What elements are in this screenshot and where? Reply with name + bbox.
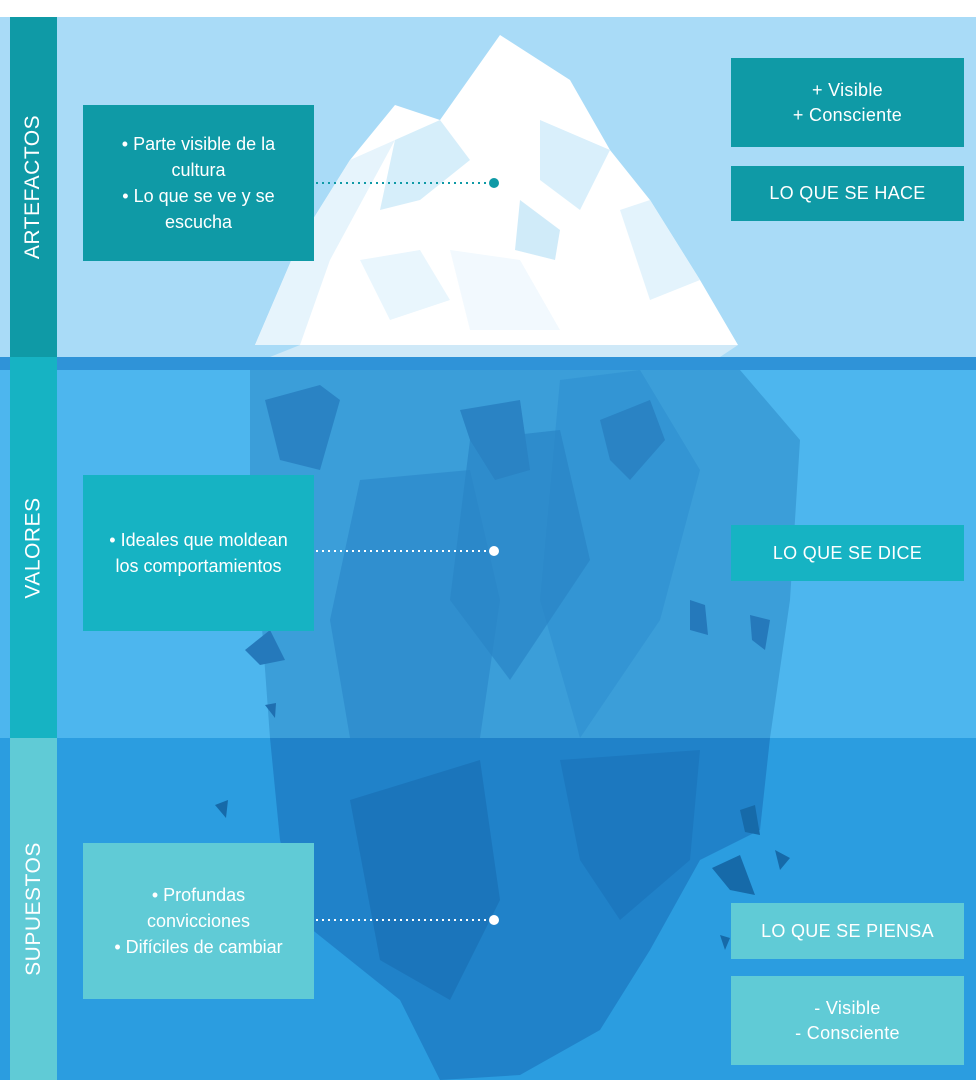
layer-label-text: SUPUESTOS bbox=[21, 842, 45, 976]
description-line: • Lo que se ve y se bbox=[122, 186, 275, 206]
scale-line: - Consciente bbox=[795, 1022, 900, 1043]
description-line: • Parte visible de la bbox=[121, 134, 276, 154]
description-line: escucha bbox=[164, 212, 233, 232]
scale-line: - Visible bbox=[814, 997, 881, 1018]
artefactos-description: • Parte visible de la cultura • Lo que s… bbox=[83, 105, 314, 261]
layer-label-text: VALORES bbox=[21, 496, 45, 599]
description-line: cultura bbox=[171, 160, 226, 180]
scale-line: + Consciente bbox=[792, 104, 903, 125]
valores-description: • Ideales que moldean los comportamiento… bbox=[83, 475, 314, 631]
visibility-low-box: - Visible - Consciente bbox=[731, 976, 964, 1065]
tag-text: LO QUE SE DICE bbox=[772, 542, 923, 563]
layer-label-artefactos: ARTEFACTOS bbox=[10, 17, 57, 357]
artefactos-tag: LO QUE SE HACE bbox=[731, 166, 964, 221]
tag-text: LO QUE SE PIENSA bbox=[761, 920, 934, 941]
description-line: los comportamientos bbox=[115, 556, 282, 576]
visibility-high-box: + Visible + Consciente bbox=[731, 58, 964, 147]
description-line: convicciones bbox=[146, 911, 251, 931]
valores-tag: LO QUE SE DICE bbox=[731, 525, 964, 581]
description-line: • Profundas bbox=[151, 885, 246, 905]
supuestos-tag: LO QUE SE PIENSA bbox=[731, 903, 964, 959]
layer-label-valores: VALORES bbox=[10, 357, 57, 738]
supuestos-description: • Profundas convicciones • Difíciles de … bbox=[83, 843, 314, 999]
connector-lines bbox=[316, 178, 499, 925]
layer-label-supuestos: SUPUESTOS bbox=[10, 738, 57, 1080]
iceberg-body bbox=[245, 370, 800, 738]
iceberg-base bbox=[215, 703, 790, 1080]
water-line bbox=[0, 357, 976, 370]
description-line: • Ideales que moldean bbox=[109, 530, 288, 550]
iceberg-tip bbox=[255, 35, 738, 357]
scale-line: + Visible bbox=[812, 79, 883, 100]
description-line: • Difíciles de cambiar bbox=[114, 937, 283, 957]
layer-label-text: ARTEFACTOS bbox=[21, 114, 45, 260]
tag-text: LO QUE SE HACE bbox=[769, 183, 926, 203]
